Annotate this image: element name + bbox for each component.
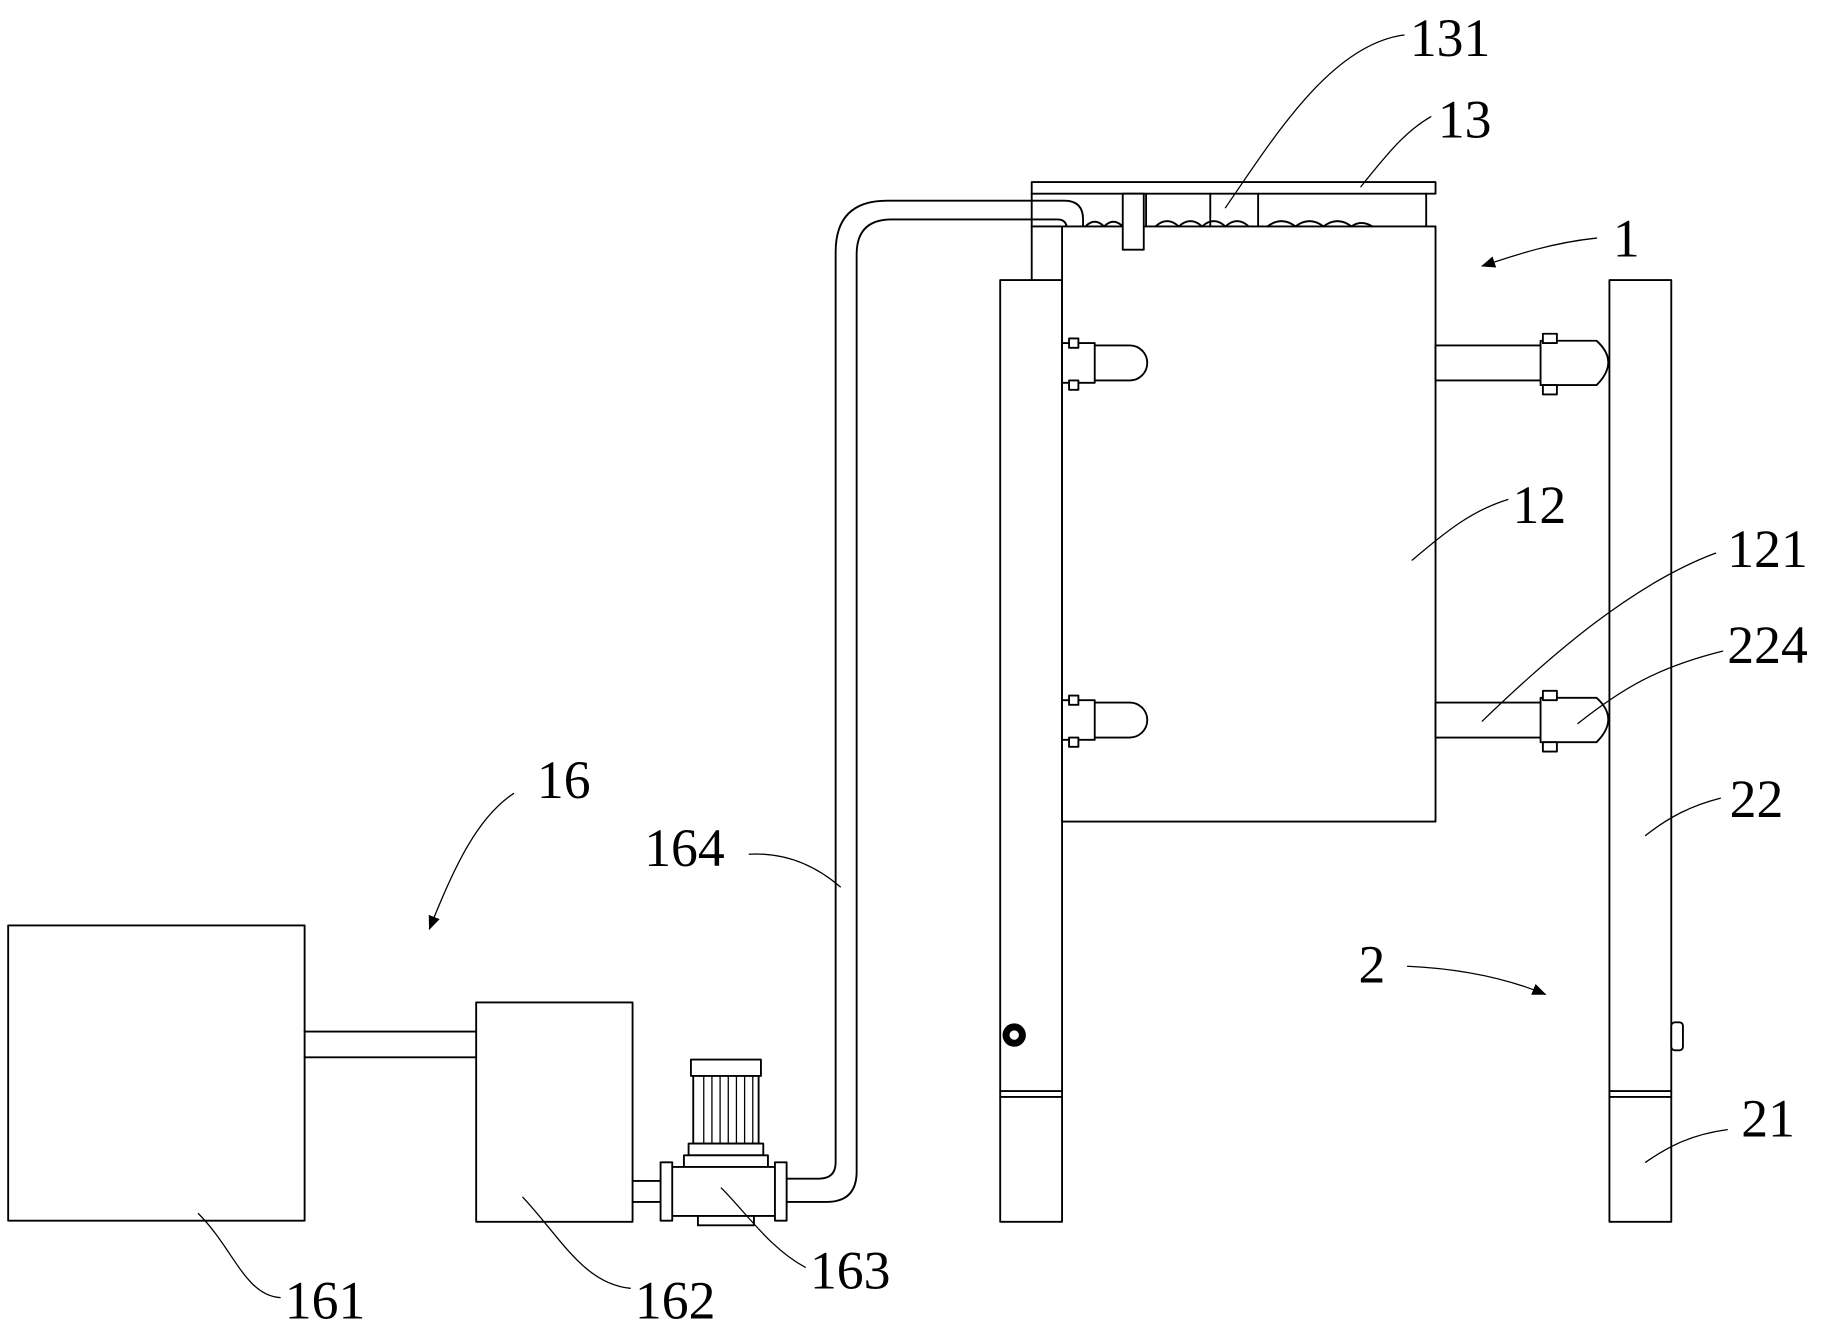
arrow-1 [1481, 237, 1598, 268]
label-161: 161 [285, 1271, 366, 1328]
right-connector-upper [1434, 332, 1610, 396]
connecting-pipe [303, 1030, 478, 1059]
label-121: 121 [1727, 519, 1808, 579]
arrow-2 [1406, 965, 1547, 995]
label-224: 224 [1727, 615, 1808, 675]
label-12: 12 [1513, 475, 1567, 535]
pipe-164 [785, 199, 1084, 1203]
pump-163 [659, 1058, 788, 1227]
treatment-box-162 [475, 1001, 634, 1223]
label-131: 131 [1410, 8, 1491, 68]
lid-13 [1030, 181, 1437, 251]
connector-224 [1539, 689, 1610, 753]
label-21: 21 [1741, 1089, 1795, 1149]
label-2: 2 [1358, 935, 1385, 995]
connector-121 [1434, 701, 1544, 739]
label-164: 164 [644, 818, 725, 878]
arrow-16 [428, 792, 515, 930]
label-163: 163 [810, 1240, 891, 1300]
left-bracket-lower [1061, 694, 1149, 748]
left-post [999, 279, 1063, 1223]
label-162: 162 [635, 1271, 716, 1328]
label-13: 13 [1438, 90, 1492, 150]
label-1: 1 [1613, 209, 1640, 269]
water-tank-161 [7, 924, 306, 1222]
right-post [1608, 279, 1684, 1223]
label-16: 16 [537, 750, 591, 810]
left-bracket-upper [1061, 337, 1149, 391]
leader-lines [197, 34, 1728, 1299]
label-22: 22 [1730, 769, 1784, 829]
